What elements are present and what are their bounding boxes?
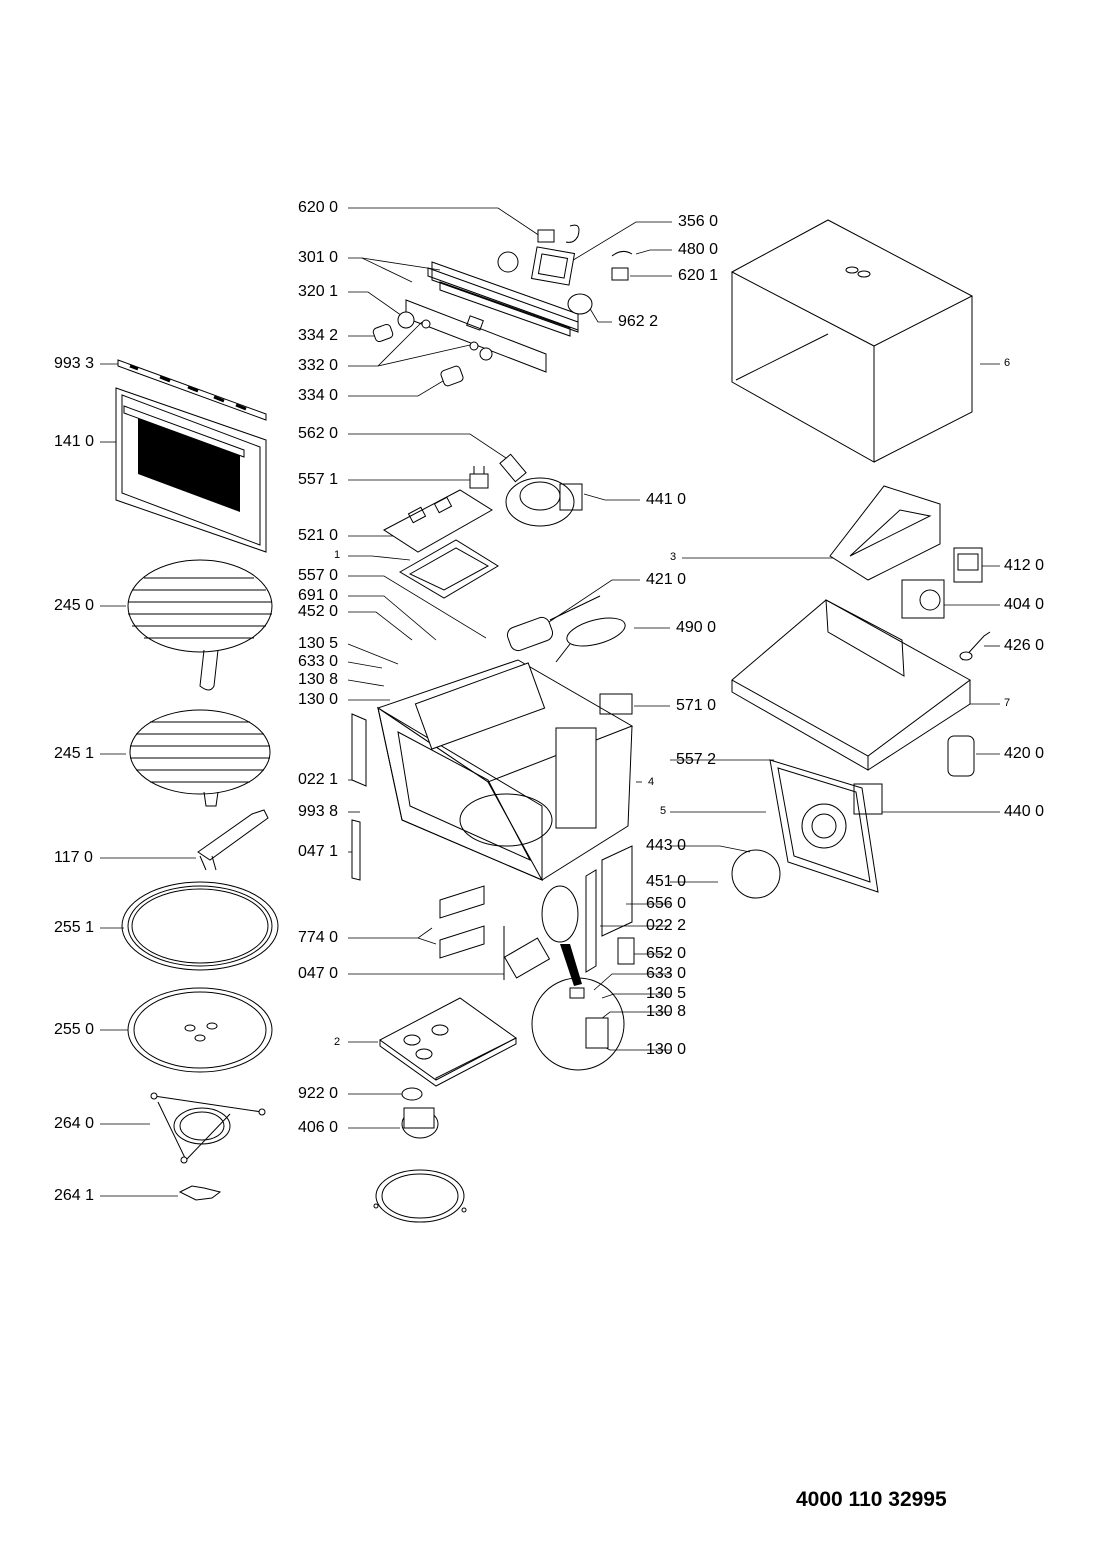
part-label: 320 1 [298, 283, 339, 300]
part-label: 3 [670, 551, 677, 563]
part-label: 557 1 [298, 471, 339, 488]
turntable-255-0 [127, 987, 273, 1073]
part-label: 652 0 [646, 945, 687, 962]
handle-117-0 [197, 809, 269, 871]
part-label: 490 0 [676, 619, 717, 636]
switch-440-0 [853, 783, 883, 815]
part-label: 141 0 [54, 433, 95, 450]
part-label: 022 1 [298, 771, 339, 788]
part-label: 557 2 [676, 751, 717, 768]
pcb-holder-1 [399, 539, 499, 599]
part-label: 420 0 [1004, 745, 1045, 762]
part-label: 130 5 [646, 985, 687, 1002]
part-label: 633 0 [646, 965, 687, 982]
part-label: 334 0 [298, 387, 339, 404]
seal-ring [373, 1169, 467, 1223]
part-label: 404 0 [1004, 596, 1045, 613]
part-label: 264 1 [54, 1187, 95, 1204]
part-label: 962 2 [618, 313, 659, 330]
part-label: 130 8 [298, 671, 339, 688]
part-label: 922 0 [298, 1085, 339, 1102]
part-label: 656 0 [646, 895, 687, 912]
crisp-plate-255-1 [121, 881, 279, 971]
part-label: 047 0 [298, 965, 339, 982]
part-label: 130 0 [298, 691, 339, 708]
part-label: 633 0 [298, 653, 339, 670]
part-label: 774 0 [298, 929, 339, 946]
part-label: 993 8 [298, 803, 339, 820]
part-label: 301 0 [298, 249, 339, 266]
cavity-4 [376, 659, 634, 882]
part-label: 691 0 [298, 587, 339, 604]
cable-490-0 [555, 617, 626, 663]
part-label: 117 0 [54, 849, 93, 866]
part-label: 480 0 [678, 241, 719, 258]
part-label: 562 0 [298, 425, 339, 442]
cabinet-6 [730, 219, 974, 463]
part-label: 620 1 [678, 267, 719, 284]
side-panels [351, 713, 633, 980]
part-label: 332 0 [298, 357, 339, 374]
part-label: 440 0 [1004, 803, 1045, 820]
part-label: 334 2 [298, 327, 339, 344]
leader-lines [100, 207, 1000, 1197]
latch-detail [531, 885, 635, 1071]
part-label: 443 0 [646, 837, 687, 854]
bottom-plate-2 [379, 997, 517, 1087]
magnetron-parts [829, 485, 991, 661]
coupler-264-1 [178, 1185, 222, 1201]
part-label: 264 0 [54, 1115, 95, 1132]
part-label: 5 [660, 805, 667, 817]
part-label: 7 [1004, 697, 1011, 709]
part-label: 620 0 [298, 199, 339, 216]
capacitor-421-0 [506, 595, 601, 652]
part-label: 245 1 [54, 745, 95, 762]
part-label: 022 2 [646, 917, 687, 934]
roller-support-264-0 [150, 1092, 266, 1164]
base-plate-7 [731, 599, 971, 771]
part-label: 130 8 [646, 1003, 687, 1020]
part-label: 412 0 [1004, 557, 1045, 574]
part-label: 255 0 [54, 1021, 95, 1038]
part-label: 2 [334, 1036, 341, 1048]
grill-rack-245-1 [129, 709, 271, 807]
grill-rack-245-0 [127, 559, 273, 691]
part-label: 451 0 [646, 873, 687, 890]
part-label: 047 1 [298, 843, 339, 860]
part-label: 356 0 [678, 213, 719, 230]
part-label: 421 0 [646, 571, 687, 588]
part-label: 406 0 [298, 1119, 339, 1136]
part-label: 1 [334, 549, 341, 561]
part-label: 130 0 [646, 1041, 687, 1058]
part-label: 4 [648, 776, 655, 788]
part-label: 426 0 [1004, 637, 1045, 654]
part-label: 245 0 [54, 597, 95, 614]
fan-motor-441-0 [499, 453, 583, 527]
back-panel-5 [731, 759, 879, 899]
part-label: 993 3 [54, 355, 95, 372]
switch-571-0 [599, 693, 633, 715]
motor-406-0 [401, 1107, 439, 1139]
part-label: 571 0 [676, 697, 717, 714]
part-label: 441 0 [646, 491, 687, 508]
washer-922-0 [401, 1087, 423, 1101]
part-label: 130 5 [298, 635, 339, 652]
part-label: 6 [1004, 357, 1011, 369]
strip-993-3 [117, 359, 267, 421]
door-141-0 [115, 387, 267, 553]
pcb-521-0 [383, 489, 493, 553]
part-label: 521 0 [298, 527, 339, 544]
document-number: 4000 110 32995 [796, 1488, 947, 1511]
capacitor-420-0 [947, 735, 975, 777]
part-label: 452 0 [298, 603, 339, 620]
part-label: 557 0 [298, 567, 339, 584]
selector-parts [497, 224, 633, 315]
knobs-group [372, 311, 493, 387]
part-label: 255 1 [54, 919, 95, 936]
thermostat-557-1 [469, 466, 489, 489]
